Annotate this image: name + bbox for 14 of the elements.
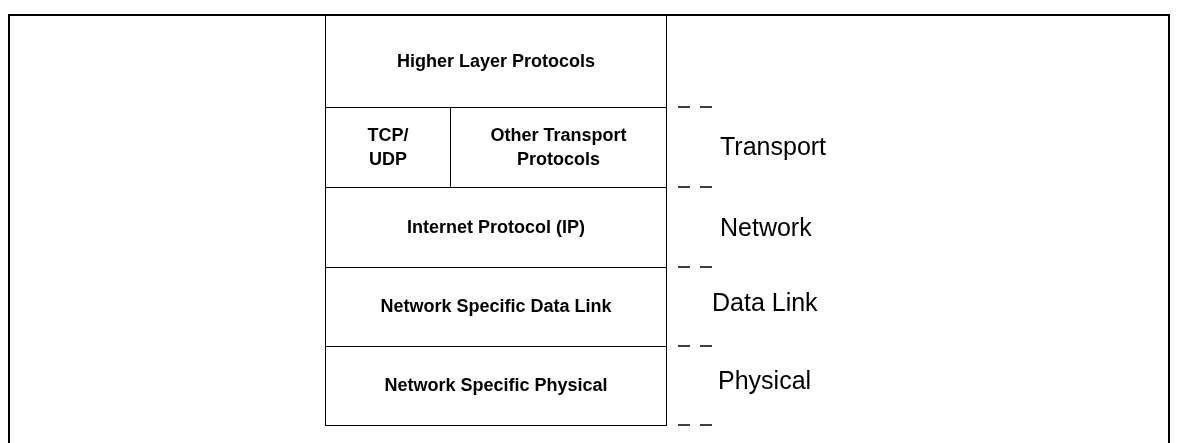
layer-name: Other Transport Protocols	[489, 124, 628, 171]
layer-name: Network Specific Data Link	[380, 295, 612, 319]
layer-label: Transport	[720, 132, 827, 161]
layer-name: Higher Layer Protocols	[396, 49, 596, 73]
layer-label: Physical	[718, 366, 812, 395]
layer-label: Network	[720, 213, 812, 242]
layer-box	[325, 267, 667, 347]
layer-name: TCP/ UDP	[366, 124, 410, 171]
layer-name: Network Specific Physical	[384, 374, 608, 398]
layer-box	[325, 187, 667, 268]
layer-name: Internet Protocol (IP)	[407, 215, 585, 239]
layer-label: Data Link	[712, 288, 818, 317]
layer-box	[325, 15, 667, 108]
layer-box	[325, 346, 667, 426]
